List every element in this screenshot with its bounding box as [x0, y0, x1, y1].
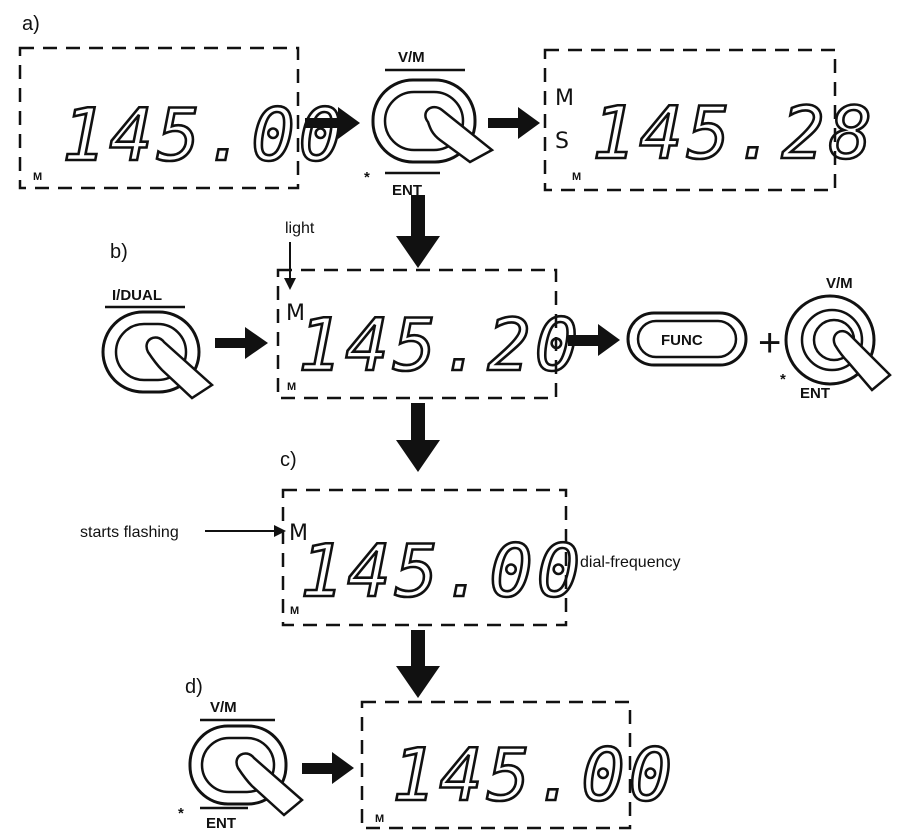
arrow-down-2: [396, 403, 440, 472]
starts-flashing-label: starts flashing: [80, 524, 179, 541]
display-a2-m-indicator: M: [555, 86, 574, 111]
arrow-b1: [215, 327, 268, 359]
dual-label: I/DUAL: [112, 287, 162, 304]
display-b-m-indicator: M: [286, 301, 305, 326]
arrow-b2: [568, 324, 620, 356]
display-c-m-indicator: M: [289, 521, 308, 546]
finger-icon: [832, 329, 892, 392]
display-b-mini-indicator: M: [287, 381, 296, 393]
arrow-d: [302, 752, 354, 784]
display-c: M 145.00 M: [281, 488, 584, 627]
display-a2-frequency: 145.28: [592, 91, 876, 175]
dual-button[interactable]: I/DUAL: [101, 287, 215, 400]
ent-label-b: ENT: [800, 385, 830, 402]
light-label: light: [285, 220, 315, 237]
label-c: c): [280, 449, 297, 471]
vm-label-b: V/M: [826, 275, 853, 292]
vm-label-d: V/M: [210, 699, 237, 716]
vm-label-a: V/M: [398, 49, 425, 66]
star-a: *: [364, 169, 370, 186]
display-a1-frequency: 145.00: [62, 93, 346, 177]
display-b: M 145.20 M: [276, 268, 582, 400]
ent-label-a: ENT: [392, 182, 422, 199]
star-d: *: [178, 805, 184, 822]
finger-icon: [145, 336, 215, 400]
finger-icon: [424, 105, 495, 164]
vm-ent-button-b[interactable]: V/M ENT *: [780, 275, 892, 402]
vm-ent-button-d[interactable]: V/M ENT *: [178, 699, 304, 832]
plus-sign: +: [758, 321, 781, 365]
label-d: d): [185, 676, 203, 698]
arrow-a1: [305, 107, 360, 139]
ent-label-d: ENT: [206, 815, 236, 832]
func-button[interactable]: FUNC: [626, 311, 748, 367]
display-d: 145.00 M: [360, 700, 676, 830]
arrow-down-1: [396, 195, 440, 268]
display-a1-mini-indicator: M: [33, 171, 42, 183]
display-a2-s-indicator: S: [555, 129, 569, 154]
vm-ent-button-a[interactable]: V/M ENT *: [364, 49, 495, 199]
display-a2: M S 145.28 M: [543, 48, 876, 192]
display-c-mini-indicator: M: [290, 605, 299, 617]
display-a1: 145.00 M: [18, 46, 346, 190]
label-b: b): [110, 241, 128, 263]
arrow-a2: [488, 107, 540, 139]
display-d-mini-indicator: M: [375, 813, 384, 825]
display-a2-mini-indicator: M: [572, 171, 581, 183]
label-a: a): [22, 13, 40, 35]
func-label: FUNC: [661, 332, 703, 349]
display-c-frequency: 145.00: [300, 529, 584, 613]
display-d-frequency: 145.00: [392, 733, 676, 817]
arrow-down-3: [396, 630, 440, 698]
finger-icon: [235, 752, 304, 817]
dial-frequency-label: dial-frequency: [580, 554, 681, 571]
star-b: *: [780, 371, 786, 388]
display-b-frequency: 145.20: [298, 303, 582, 387]
